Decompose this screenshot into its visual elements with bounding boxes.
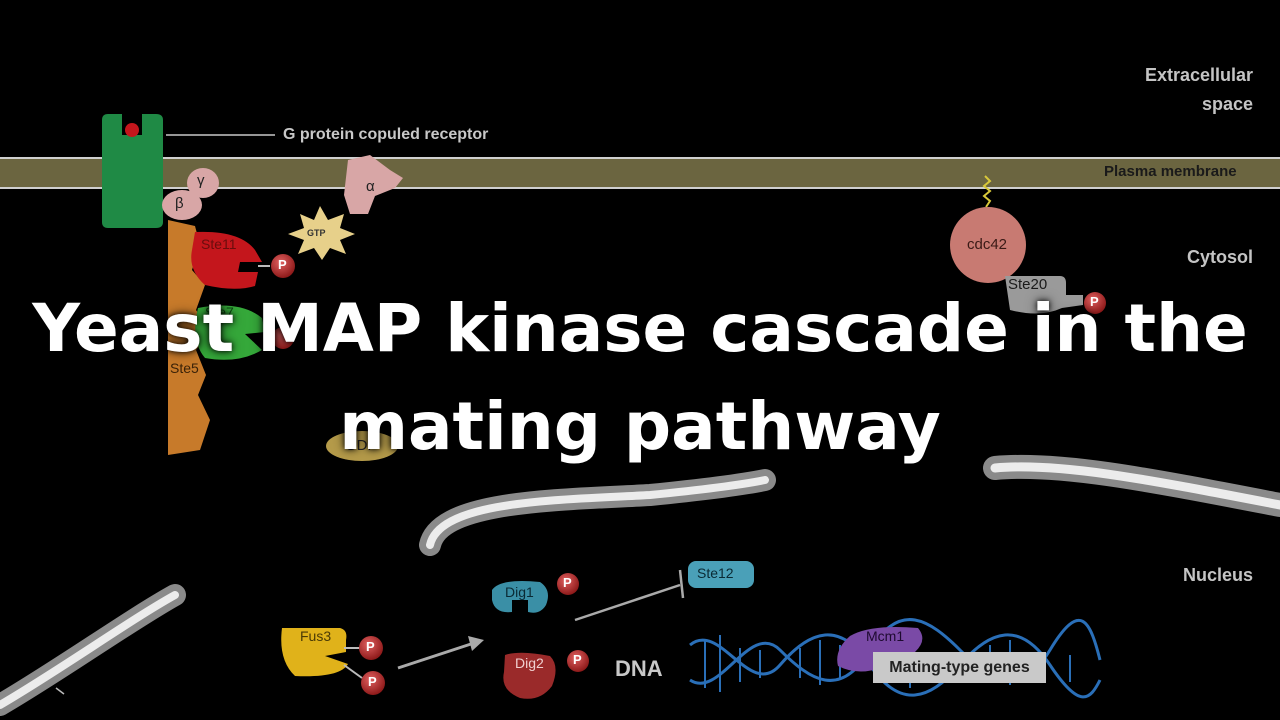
- slide-title-line2: mating pathway: [339, 388, 941, 465]
- beta-label: β: [175, 195, 184, 212]
- gpcr-label: G protein copuled receptor: [283, 126, 489, 143]
- dna-label: DNA: [615, 656, 663, 681]
- mcm1-protein: [837, 627, 923, 672]
- region-cytosol: Cytosol: [1186, 247, 1253, 267]
- dig1-label: Dig1: [505, 584, 534, 600]
- phospho-fus3-a-label: P: [366, 639, 375, 654]
- region-plasma-membrane: Plasma membrane: [1104, 163, 1237, 180]
- gamma-label: γ: [197, 172, 205, 189]
- cdc42-gtpase: [950, 207, 1026, 283]
- envelope-tick: [55, 687, 65, 695]
- phospho-dig2-label: P: [573, 652, 582, 667]
- dig1-protein: [492, 581, 548, 613]
- fus3-label: Fus3: [300, 628, 332, 644]
- cdc42-lipid-anchor: [982, 175, 992, 208]
- phospho-fus3-b: [361, 671, 385, 695]
- ste7-label: Ste7: [205, 304, 234, 320]
- gdp-molecule: [326, 431, 398, 461]
- inhibition-line: [574, 569, 685, 622]
- alpha-label: α: [366, 178, 375, 195]
- region-extracellular: Extracellular space: [1145, 61, 1253, 119]
- phospho-ste11: [271, 254, 295, 278]
- mating-type-genes-box: Mating-type genes: [873, 652, 1046, 683]
- gdp-label: GDP: [345, 437, 378, 454]
- ste5-label: Ste5: [170, 360, 199, 376]
- g-protein-coupled-receptor: [102, 114, 163, 228]
- phospho-ste20-label: P: [1090, 294, 1099, 309]
- phospho-fus3-b-label: P: [368, 674, 377, 689]
- slide-title: Yeast MAP kinase cascade in the mating p…: [0, 280, 1280, 476]
- phospho-ste11-label: P: [278, 257, 287, 272]
- mcm1-label: Mcm1: [866, 628, 905, 644]
- nuclear-envelope: [0, 454, 1280, 716]
- activation-arrow: [397, 636, 484, 670]
- ste12-label: Ste12: [697, 565, 734, 581]
- gtp-label: GTP: [307, 228, 326, 238]
- ste12-transcription-factor: [688, 561, 754, 588]
- g-alpha-subunit: [344, 155, 403, 214]
- region-extracellular-line2: space: [1201, 94, 1253, 114]
- dig2-label: Dig2: [515, 655, 544, 671]
- ste20-kinase: [1005, 276, 1083, 314]
- ste20-label: Ste20: [1008, 276, 1048, 293]
- ste11-label: Ste11: [201, 236, 237, 252]
- phospho-dig1-label: P: [563, 575, 572, 590]
- phospho-ste20: [1084, 292, 1106, 314]
- phospho-fus3-a: [359, 636, 383, 660]
- phospho-ste7: [272, 327, 294, 349]
- slide-title-line1: Yeast MAP kinase cascade in the: [32, 290, 1248, 367]
- g-gamma-subunit: [187, 168, 219, 198]
- fus3-kinase: [281, 628, 348, 677]
- phospho-dig2: [567, 650, 589, 672]
- g-beta-subunit: [162, 190, 202, 220]
- cdc42-label: cdc42: [967, 236, 1008, 253]
- ste7-kinase: [195, 305, 265, 360]
- phospho-dig1: [557, 573, 579, 595]
- gtp-star-shape: [288, 206, 355, 260]
- region-nucleus: Nucleus: [1182, 565, 1253, 585]
- region-extracellular-line1: Extracellular: [1144, 65, 1253, 85]
- dig2-protein: [503, 652, 556, 699]
- ste11-kinase: [191, 231, 262, 289]
